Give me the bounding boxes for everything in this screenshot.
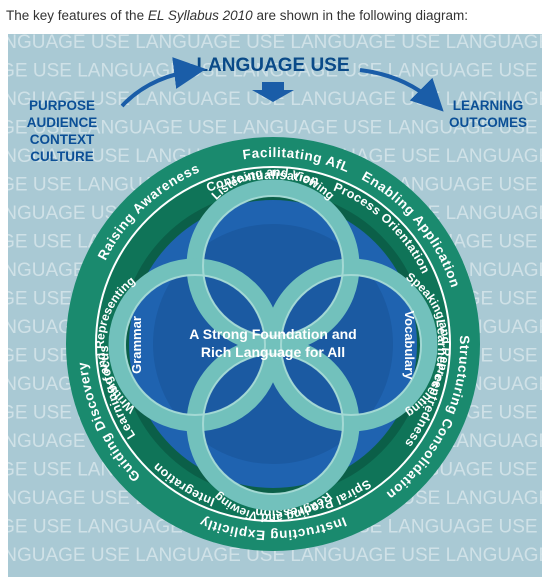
context-list: PURPOSE AUDIENCE CONTEXT CULTURE — [27, 98, 98, 164]
left-arrow — [120, 57, 206, 108]
context-item: AUDIENCE — [27, 115, 98, 130]
language-use-title: LANGUAGE USE — [196, 55, 349, 76]
context-item: CONTEXT — [30, 132, 95, 147]
inner-labels: Grammar Vocabulary — [129, 310, 417, 380]
watermark-row: LANGUAGE USE LANGUAGE USE LANGUAGE USE L… — [0, 61, 550, 82]
down-arrow — [252, 82, 294, 102]
knot-highlight — [124, 274, 266, 416]
knot-loop-left — [108, 258, 282, 432]
context-item: PURPOSE — [29, 98, 95, 113]
outcomes-item: LEARNING — [453, 98, 524, 113]
el-syllabus-diagram: LANGUAGE USE LANGUAGE USE LANGUAGE USE L… — [0, 34, 550, 577]
center-line: A Strong Foundation and — [189, 326, 356, 342]
outcomes-list: LEARNING OUTCOMES — [449, 98, 527, 130]
caption-suffix: are shown in the following diagram: — [252, 8, 469, 23]
knot-highlight — [202, 195, 344, 337]
grammar-label: Grammar — [129, 316, 144, 374]
right-arrow — [359, 68, 444, 112]
knot-highlight — [280, 274, 422, 416]
knot — [108, 179, 438, 511]
watermark-row: LANGUAGE USE LANGUAGE USE LANGUAGE USE L… — [0, 118, 550, 139]
knot-highlight — [202, 353, 344, 495]
center-line: Rich Language for All — [201, 344, 345, 360]
vocabulary-label: Vocabulary — [402, 310, 417, 380]
ring-divider — [95, 166, 451, 522]
outcomes-item: OUTCOMES — [449, 115, 527, 130]
watermark-row: LANGUAGE USE LANGUAGE USE LANGUAGE USE L… — [0, 545, 550, 566]
diagram-caption: The key features of the EL Syllabus 2010… — [6, 8, 468, 23]
watermark-row: LANGUAGE USE LANGUAGE USE LANGUAGE USE L… — [0, 34, 550, 53]
caption-prefix: The key features of the — [6, 8, 148, 23]
context-item: CULTURE — [30, 149, 94, 164]
caption-title: EL Syllabus 2010 — [147, 8, 253, 23]
knot-highlights — [124, 195, 422, 495]
center-statement: A Strong Foundation and Rich Language fo… — [189, 326, 356, 360]
